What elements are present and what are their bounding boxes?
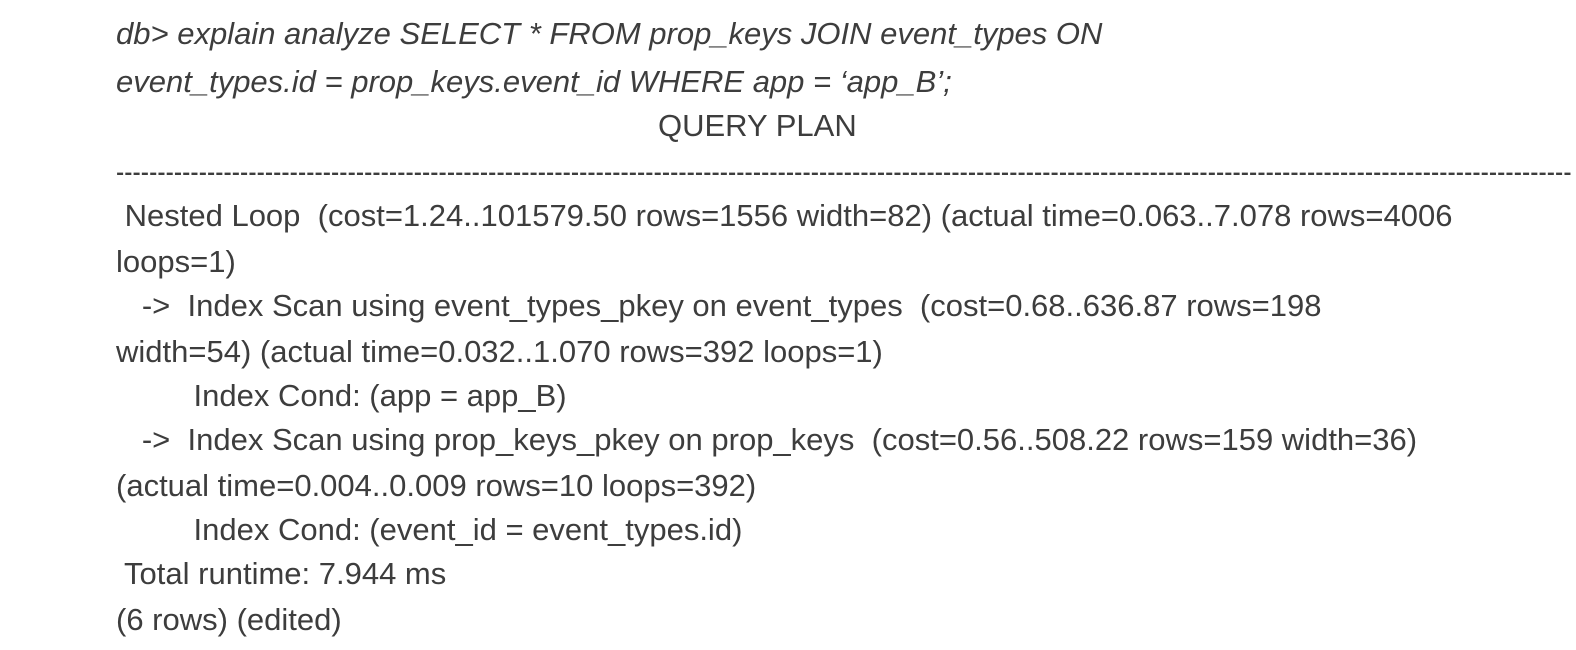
plan-line-event-types-scan: -> Index Scan using event_types_pkey on … bbox=[116, 288, 1322, 323]
plan-line-total-runtime: Total runtime: 7.944 ms bbox=[116, 556, 447, 591]
query-line-2: event_types.id = prop_keys.event_id WHER… bbox=[116, 64, 952, 99]
plan-title: QUERY PLAN bbox=[658, 108, 857, 143]
query-line-1: db> explain analyze SELECT * FROM prop_k… bbox=[116, 16, 1103, 51]
plan-line-event-types-cond: Index Cond: (app = app_B) bbox=[116, 378, 567, 413]
plan-line-nested-loop: Nested Loop (cost=1.24..101579.50 rows=1… bbox=[116, 198, 1453, 233]
plan-divider: ----------------------------------------… bbox=[116, 154, 1572, 189]
plan-line-event-types-scan-cont: width=54) (actual time=0.032..1.070 rows… bbox=[116, 334, 883, 369]
plan-line-nested-loop-cont: loops=1) bbox=[116, 244, 236, 279]
plan-line-prop-keys-scan-cont: (actual time=0.004..0.009 rows=10 loops=… bbox=[116, 468, 757, 503]
plan-line-prop-keys-cond: Index Cond: (event_id = event_types.id) bbox=[116, 512, 743, 547]
plan-line-prop-keys-scan: -> Index Scan using prop_keys_pkey on pr… bbox=[116, 422, 1418, 457]
plan-line-row-count: (6 rows) (edited) bbox=[116, 602, 342, 637]
